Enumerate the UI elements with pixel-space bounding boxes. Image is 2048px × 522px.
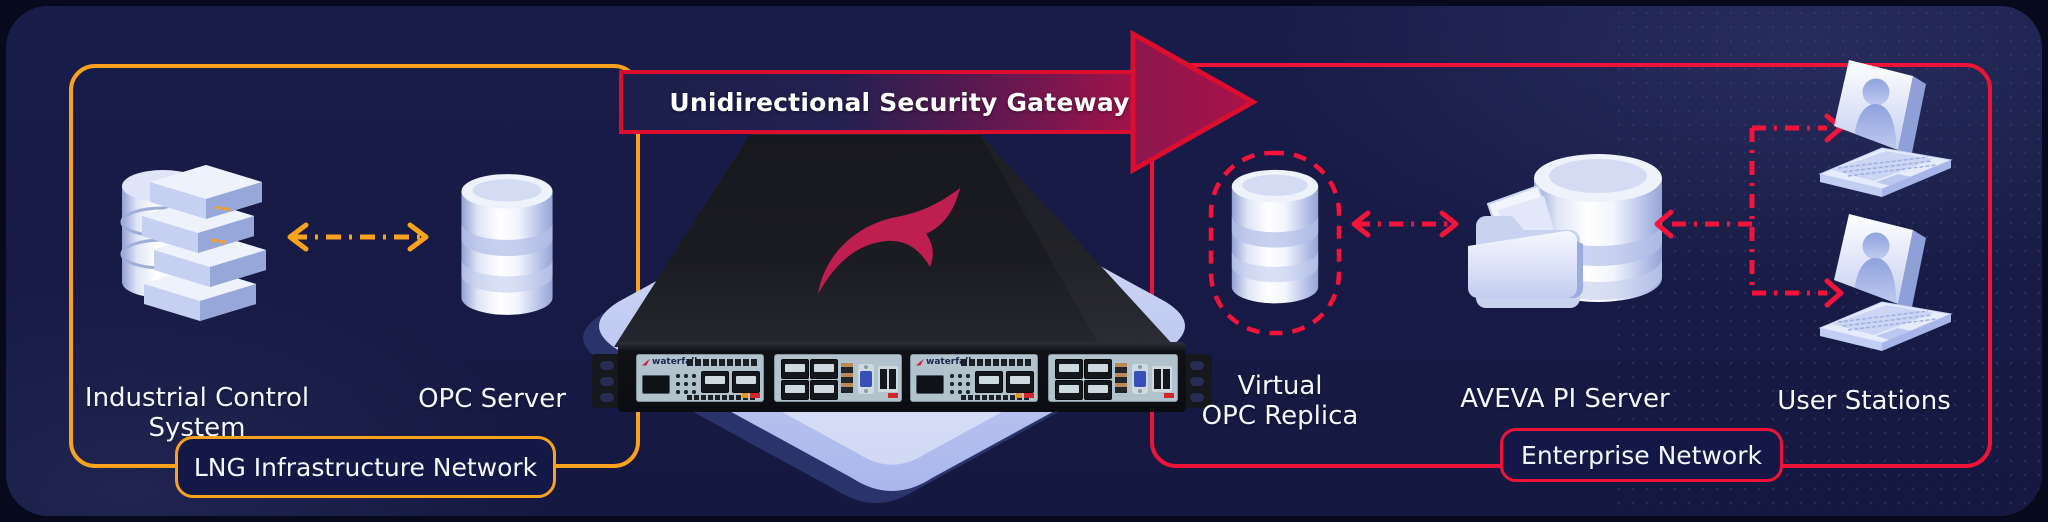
ics-label: Industrial Control System — [84, 383, 310, 443]
enterprise-network-tag: Enterprise Network — [1500, 428, 1783, 482]
dashed-highlight-outline — [1208, 150, 1342, 336]
database-icon — [1231, 169, 1319, 304]
orange-dashdot-arrow — [287, 222, 429, 252]
waterfall-mini-logo-icon — [916, 358, 924, 366]
vga-port-icon — [858, 364, 874, 394]
vga-port-icon — [1132, 364, 1148, 394]
gateway-module-2 — [774, 354, 902, 402]
chassis-face: waterfall w — [618, 342, 1186, 412]
database-icon — [461, 174, 553, 315]
red-dashdot-arrow — [1351, 210, 1459, 238]
aveva-pi-server-label: AVEVA PI Server — [1460, 384, 1670, 414]
usb-ports-icon — [1152, 366, 1172, 392]
rack-ear-left — [592, 354, 622, 408]
waterfall-mini-logo-icon — [642, 358, 650, 366]
server-slab — [142, 165, 266, 321]
banner-title: Unidirectional Security Gateway — [669, 87, 1130, 117]
server-stack-icon — [120, 165, 266, 321]
waterfall-brand: waterfall — [642, 357, 697, 367]
lng-network-tag: LNG Infrastructure Network — [175, 436, 556, 498]
rack-ear-right — [1182, 354, 1212, 408]
waterfall-swoosh-logo — [818, 188, 960, 294]
laptop-user-icon — [1812, 56, 1962, 201]
usb-ports-icon — [878, 366, 898, 392]
waterfall-brand: waterfall — [916, 357, 971, 367]
gateway-banner: Unidirectional Security Gateway — [619, 70, 1136, 134]
user-stations-label: User Stations — [1777, 386, 1951, 416]
folder-database-icon — [1468, 154, 1662, 308]
gateway-appliance-front-panel: waterfall w — [592, 342, 1212, 414]
gateway-module-3: waterfall — [910, 354, 1038, 402]
gateway-appliance-top — [614, 131, 1175, 347]
gateway-module-4 — [1048, 354, 1178, 402]
opc-server-label: OPC Server — [418, 384, 566, 414]
virtual-opc-replica-label: Virtual OPC Replica — [1201, 371, 1359, 431]
folder-shape — [1468, 184, 1583, 308]
gateway-module-1: waterfall — [636, 354, 764, 402]
laptop-user-icon — [1812, 210, 1962, 355]
banner-arrowhead-icon — [1130, 29, 1259, 175]
